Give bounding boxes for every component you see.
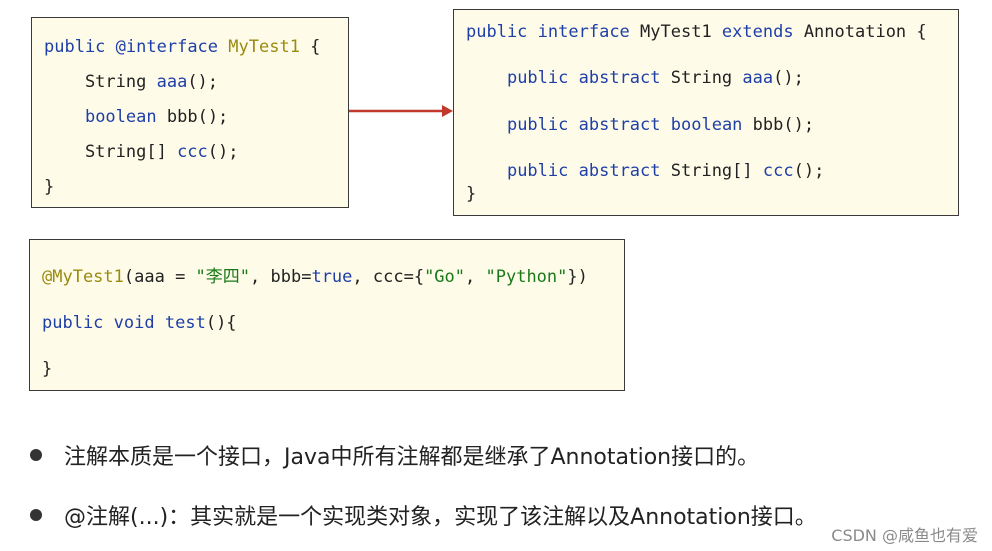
code-line: public interface MyTest1 extends Annotat…: [466, 22, 927, 42]
code-line: }: [44, 177, 54, 197]
code-token: ();: [773, 68, 804, 88]
code-token: @MyTest1: [42, 267, 124, 287]
code-token: [466, 68, 507, 88]
code-line: public abstract boolean bbb();: [466, 115, 814, 135]
code-token: MyTest1: [629, 22, 722, 42]
code-token: [103, 313, 113, 333]
code-token: [155, 313, 165, 333]
code-token: abstract: [578, 115, 661, 135]
code-line: String[] ccc();: [44, 142, 239, 162]
code-token: , ccc={: [352, 267, 425, 287]
code-token: [742, 115, 752, 135]
code-line: String aaa();: [44, 72, 218, 92]
code-line: }: [42, 359, 52, 379]
code-token: ();: [197, 107, 229, 127]
code-token: abstract: [578, 161, 661, 181]
code-token: ccc: [177, 142, 208, 162]
code-token: @interface: [115, 37, 219, 57]
code-line: public abstract String aaa();: [466, 68, 804, 88]
code-line: }: [466, 184, 476, 204]
code-line: public void test(){: [42, 313, 237, 333]
code-token: interface: [537, 22, 630, 42]
code-token: }: [44, 177, 55, 197]
code-token: bbb: [752, 115, 784, 135]
code-token: ,: [465, 267, 486, 287]
code-token: String: [660, 68, 743, 88]
code-token: bbb: [166, 107, 198, 127]
code-token: MyTest1: [228, 37, 300, 57]
code-token: , bbb=: [250, 267, 312, 287]
code-token: [661, 115, 671, 135]
code-token: extends: [721, 22, 794, 42]
interface-equivalent-code: public interface MyTest1 extends Annotat…: [453, 9, 959, 216]
code-token: abstract: [578, 68, 661, 88]
code-token: boolean: [670, 115, 743, 135]
bullet-text: 注解本质是一个接口，Java中所有注解都是继承了Annotation接口的。: [64, 445, 760, 470]
code-token: void: [113, 313, 155, 333]
code-token: {: [299, 37, 321, 57]
code-token: true: [311, 267, 353, 287]
code-token: [527, 22, 537, 42]
code-token: test: [164, 313, 206, 333]
code-token: ();: [207, 142, 239, 162]
code-line: public abstract String[] ccc();: [466, 161, 824, 181]
code-token: String[]: [660, 161, 763, 181]
code-token: public: [44, 37, 106, 57]
annotation-declaration-code: public @interface MyTest1 { String aaa()…: [31, 17, 349, 208]
code-token: "Python": [485, 267, 568, 287]
code-token: boolean: [84, 107, 157, 127]
bullet-item: 注解本质是一个接口，Java中所有注解都是继承了Annotation接口的。: [30, 440, 759, 470]
bullet-item: @注解(...)：其实就是一个实现类对象，实现了该注解以及Annotation接…: [30, 500, 817, 530]
code-token: Annotation {: [793, 22, 927, 42]
code-token: [568, 115, 578, 135]
code-token: "李四": [195, 267, 251, 287]
code-token: public: [506, 161, 569, 181]
code-line: @MyTest1(aaa = "李四", bbb=true, ccc={"Go"…: [42, 267, 588, 287]
code-line: boolean bbb();: [44, 107, 228, 127]
code-token: public: [506, 68, 569, 88]
code-token: ();: [793, 161, 825, 181]
code-token: public: [466, 22, 528, 42]
code-line: public @interface MyTest1 {: [44, 37, 320, 57]
code-token: public: [42, 313, 104, 333]
code-token: }): [567, 267, 588, 287]
code-token: [466, 115, 507, 135]
code-token: String: [44, 72, 157, 92]
bullet-text: @注解(...)：其实就是一个实现类对象，实现了该注解以及Annotation接…: [64, 505, 817, 530]
code-token: [466, 161, 507, 181]
bullet-dot-icon: [30, 449, 42, 461]
code-token: String[]: [44, 142, 178, 162]
code-token: ();: [783, 115, 815, 135]
code-token: [568, 161, 578, 181]
code-token: (aaa =: [123, 267, 196, 287]
code-token: aaa: [742, 68, 774, 88]
code-token: ccc: [762, 161, 794, 181]
code-token: public: [506, 115, 569, 135]
bullet-dot-icon: [30, 509, 42, 521]
code-token: (){: [205, 313, 237, 333]
code-token: ();: [187, 72, 219, 92]
code-token: aaa: [156, 72, 188, 92]
code-token: "Go": [424, 267, 466, 287]
annotation-usage-code: @MyTest1(aaa = "李四", bbb=true, ccc={"Go"…: [29, 239, 625, 391]
watermark: CSDN @咸鱼也有爱: [831, 526, 978, 545]
code-token: }: [42, 359, 53, 379]
code-token: [568, 68, 578, 88]
code-token: }: [466, 184, 477, 204]
